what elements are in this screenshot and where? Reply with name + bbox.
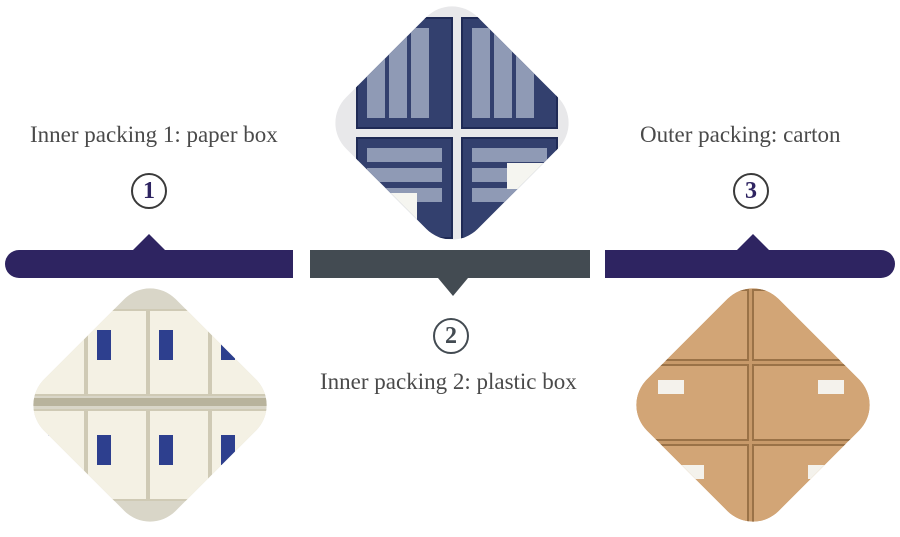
paper-box-photo xyxy=(18,273,282,537)
step-3-number: 3 xyxy=(733,173,769,209)
timeline-pointer-1 xyxy=(133,234,165,250)
step-2-label: Inner packing 2: plastic box xyxy=(320,369,577,394)
step-1-number: 1 xyxy=(131,173,167,209)
timeline-segment-2 xyxy=(310,250,590,278)
step-2-number: 2 xyxy=(433,318,469,354)
paper-box-image xyxy=(18,273,282,537)
plastic-box-image xyxy=(320,0,584,255)
step-1-label: Inner packing 1: paper box xyxy=(30,122,278,147)
carton-photo xyxy=(621,273,885,537)
timeline-pointer-3 xyxy=(737,234,769,250)
plastic-box-photo xyxy=(320,0,584,255)
step-3-label: Outer packing: carton xyxy=(640,122,841,147)
timeline-segment-3 xyxy=(605,250,895,278)
carton-image xyxy=(621,273,885,537)
timeline-pointer-2 xyxy=(438,278,468,296)
